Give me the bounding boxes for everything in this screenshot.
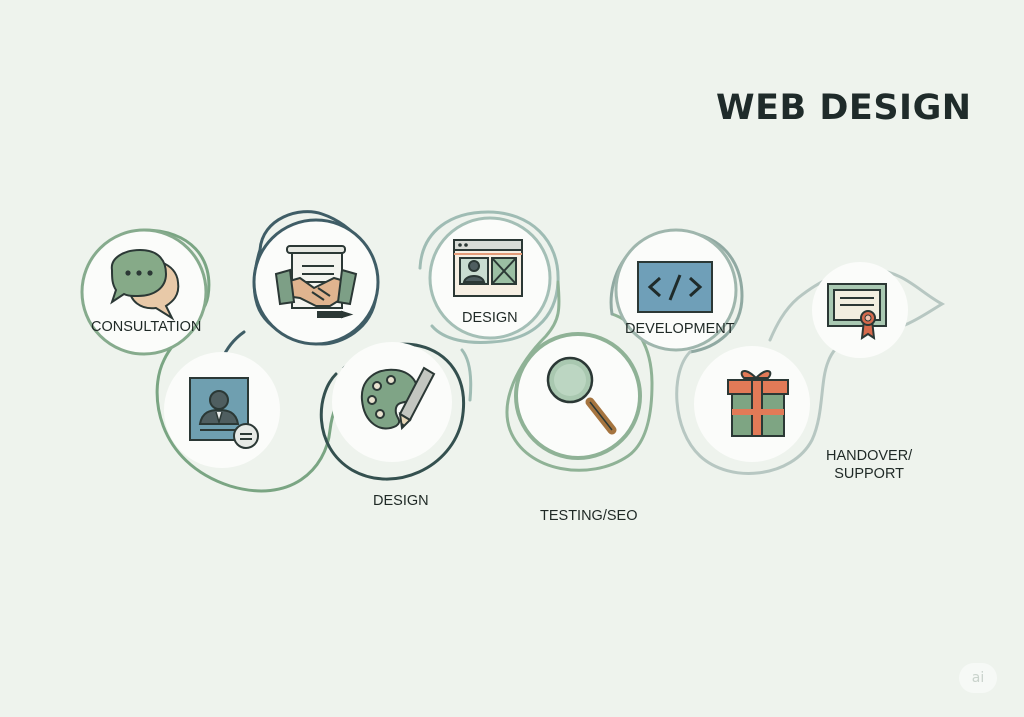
browser-wireframe-icon: [453, 239, 523, 297]
label-handover-line2: SUPPORT: [834, 466, 905, 482]
palette-pencil-icon: [360, 366, 436, 431]
label-handover-line1: HANDOVER/: [826, 448, 913, 464]
label-development: DEVELOPMENT: [625, 321, 735, 337]
magnifier-icon: [546, 356, 617, 435]
gift-box-icon: [727, 370, 789, 437]
chat-bubbles-icon: [110, 248, 180, 321]
label-testing-seo: TESTING/SEO: [540, 508, 638, 524]
handshake-contract-icon: [274, 245, 358, 319]
label-design-upper: DESIGN: [462, 310, 518, 326]
label-design-lower: DESIGN: [373, 493, 429, 509]
profile-card-icon: [189, 377, 259, 449]
label-handover: HANDOVER/ SUPPORT: [826, 447, 912, 483]
certificate-icon: [827, 283, 887, 341]
page-title: WEB DESIGN: [716, 88, 972, 128]
ai-watermark-badge: ai: [959, 663, 997, 693]
code-brackets-icon: [637, 261, 713, 313]
label-consultation: CONSULTATION: [91, 319, 202, 335]
